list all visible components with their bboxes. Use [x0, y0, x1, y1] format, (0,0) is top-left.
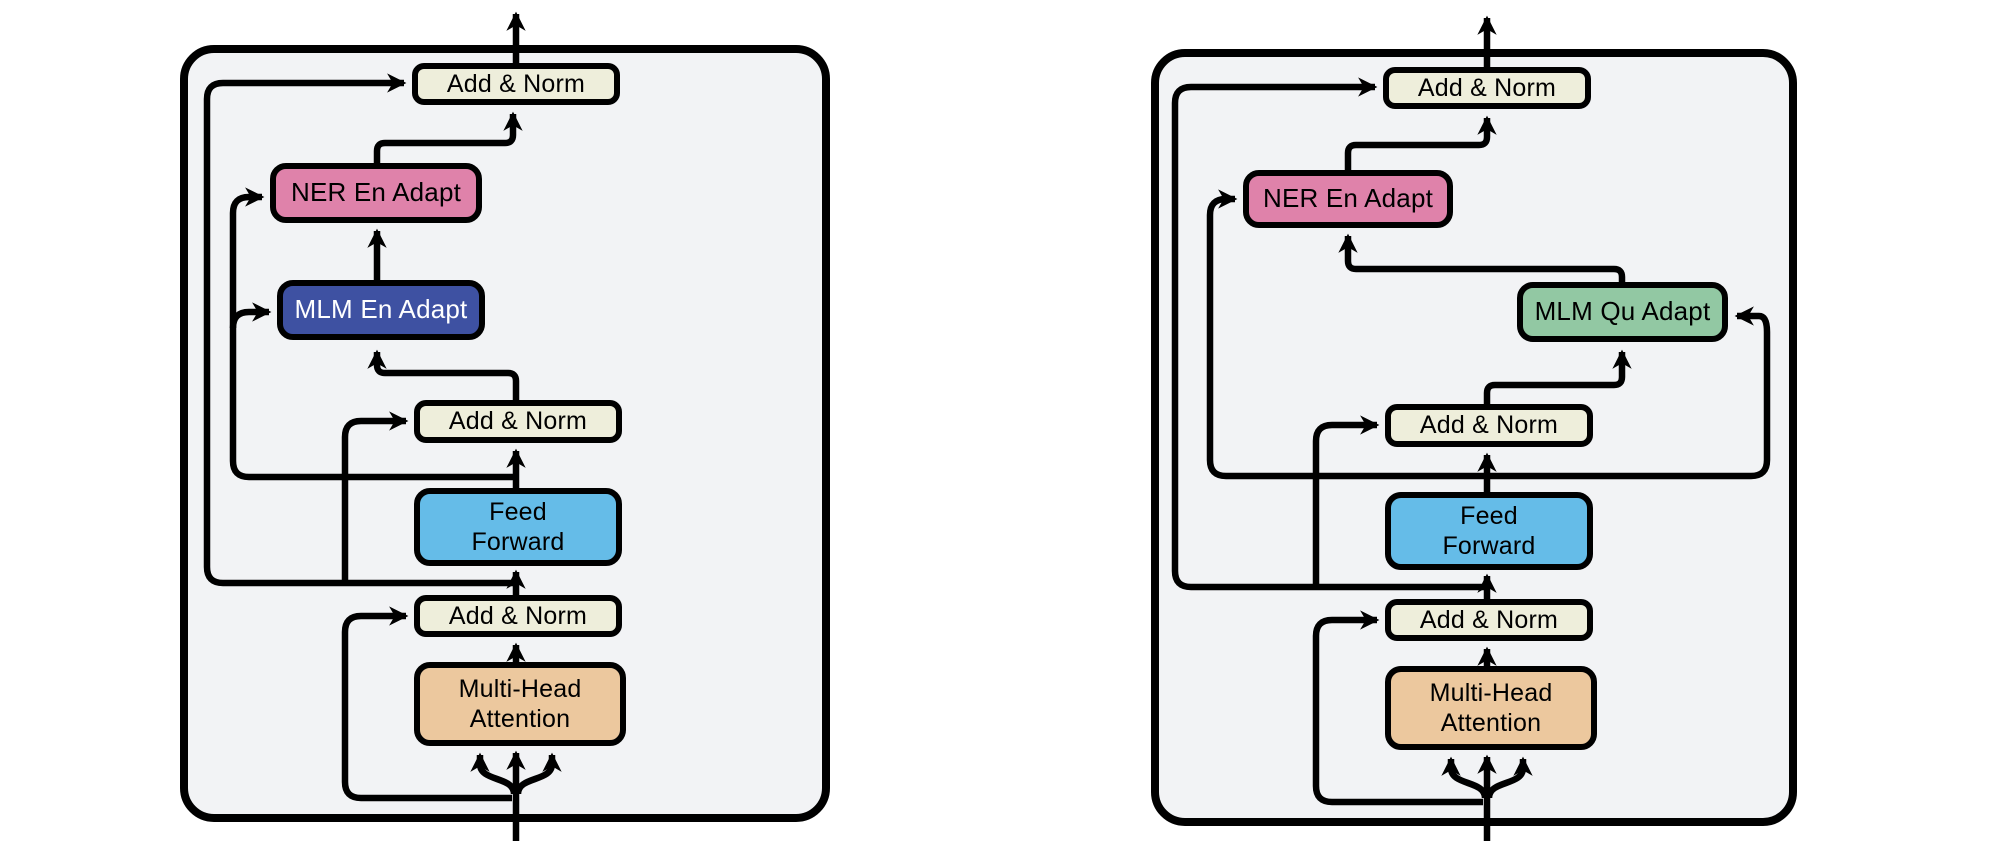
left-diagram-edges: [203, 11, 562, 841]
right-ner-adapter-label: NER En Adapt: [1262, 183, 1434, 214]
right-mlm-to-ner: [1338, 233, 1626, 282]
right-ner-to-top-addnorm: [1344, 115, 1497, 170]
left-input-prong-left: [470, 752, 518, 795]
left-add-norm-low-block: Add & Norm: [414, 595, 622, 637]
left-input-prong-right: [514, 752, 562, 795]
right-residual-input-to-addnorm-low: [1312, 610, 1483, 806]
left-mlm-adapter-label: MLM En Adapt: [294, 294, 468, 325]
right-adapter-residual-to-mlm: [1487, 306, 1771, 480]
left-addnorm-mid-to-mlm: [367, 349, 520, 400]
right-residual-to-addnorm-mid: [1312, 415, 1380, 587]
left-mlm-adapter-block: MLM En Adapt: [277, 280, 485, 340]
right-add-norm-top-block: Add & Norm: [1383, 67, 1591, 109]
right-diagram-edges: [1171, 15, 1771, 841]
left-residual-input-to-addnorm-low: [341, 606, 512, 802]
left-add-norm-top-label: Add & Norm: [446, 69, 586, 98]
left-adapter-residual-to-mlm: [229, 302, 272, 329]
right-add-norm-low-label: Add & Norm: [1419, 605, 1559, 634]
right-ner-adapter-block: NER En Adapt: [1243, 170, 1453, 228]
right-adapter-residual-to-ner: [1206, 189, 1487, 480]
right-residual-to-top-addnorm: [1171, 77, 1487, 591]
right-input-prong-left: [1441, 756, 1489, 799]
left-ner-adapter-label: NER En Adapt: [290, 177, 462, 208]
right-addnorm-mid-to-mlm: [1483, 349, 1632, 404]
right-mlm-adapter-block: MLM Qu Adapt: [1517, 282, 1728, 342]
left-add-norm-mid-block: Add & Norm: [414, 400, 622, 443]
left-residual-to-addnorm-mid: [341, 411, 409, 583]
left-adapter-residual-to-ner: [229, 187, 516, 481]
right-input-prong-right: [1485, 756, 1533, 799]
left-residual-to-top-addnorm: [203, 73, 516, 587]
right-add-norm-mid-block: Add & Norm: [1385, 404, 1593, 447]
left-ner-adapter-block: NER En Adapt: [270, 163, 482, 223]
left-ner-to-top-addnorm: [373, 111, 523, 163]
right-add-norm-top-label: Add & Norm: [1417, 73, 1557, 102]
right-mlm-adapter-label: MLM Qu Adapt: [1534, 296, 1711, 327]
left-add-norm-mid-label: Add & Norm: [448, 407, 588, 436]
right-add-norm-mid-label: Add & Norm: [1419, 411, 1559, 440]
left-add-norm-top-block: Add & Norm: [412, 63, 620, 105]
left-add-norm-low-label: Add & Norm: [448, 601, 588, 630]
right-add-norm-low-block: Add & Norm: [1385, 599, 1593, 641]
